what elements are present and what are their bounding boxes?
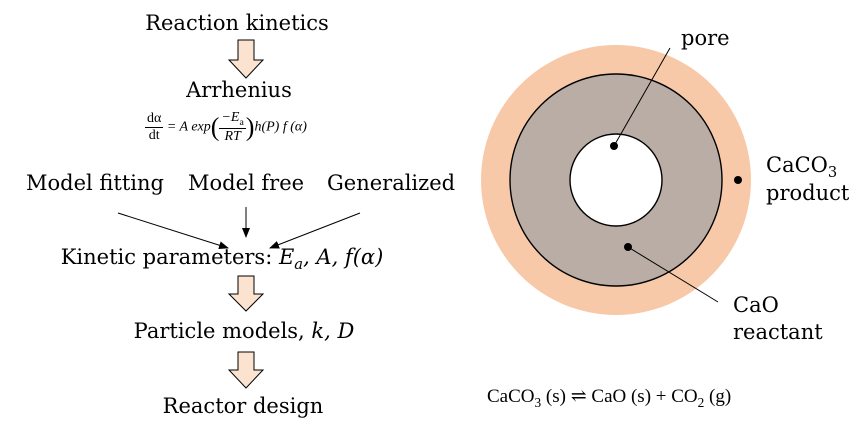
product-dot <box>734 176 742 184</box>
product-formula-label: CaCO3 <box>766 155 837 181</box>
flow-arrow-2 <box>227 275 265 312</box>
method-model-free: Model free <box>188 171 305 195</box>
product-formula: CaCO <box>766 153 828 177</box>
reaction-left-sub: 3 <box>534 394 542 410</box>
rate-exp-num: −E <box>221 110 240 125</box>
kinetic-parameters-rest: , A, f(α) <box>303 245 384 269</box>
rate-exp-fraction: −Ea RT <box>219 110 246 145</box>
kinetic-parameters-prefix: Kinetic parameters: <box>60 245 279 269</box>
pore-label: pore <box>681 26 730 50</box>
rate-equation: dα dt = A exp( −Ea RT )h(P) f (α) <box>145 110 307 145</box>
arrow-generalized <box>269 212 361 249</box>
reactor-design-label: Reactor design <box>162 394 324 418</box>
pore-leader <box>613 47 671 147</box>
method-generalized: Generalized <box>327 171 456 195</box>
reaction-right-state: (g) <box>704 386 732 407</box>
reaction-right-sub: 2 <box>697 394 705 410</box>
kinetic-parameters-label: Kinetic parameters: Ea, A, f(α) <box>61 247 384 273</box>
arrow-model-fitting <box>117 212 229 250</box>
reactant-formula-label: CaO <box>733 293 779 317</box>
rate-exp-num-sub: a <box>239 116 244 128</box>
pore-void <box>569 133 663 227</box>
arrhenius-label: Arrhenius <box>186 78 292 102</box>
kinetic-parameters-ea-sub: a <box>294 256 304 274</box>
rate-lhs-fraction: dα dt <box>145 110 164 144</box>
particle-models-vars: k, D <box>311 319 355 343</box>
flow-arrow-1 <box>227 39 265 79</box>
rate-exp-den: RT <box>224 128 241 144</box>
kinetic-parameters-ea: E <box>278 245 295 269</box>
rate-lhs-num: dα <box>145 110 164 128</box>
reaction-left: CaCO <box>487 386 535 407</box>
reaction-left-state: (s) <box>541 386 571 407</box>
reaction-right: CaO (s) + CO <box>586 386 698 407</box>
equilibrium-arrow: ⇌ <box>570 386 587 407</box>
rate-lhs-den: dt <box>148 127 160 143</box>
rate-pre: = A exp <box>166 119 211 135</box>
particle-models-label: Particle models, k, D <box>134 321 355 342</box>
reaction-equation: CaCO3 (s) ⇌ CaO (s) + CO2 (g) <box>487 385 731 411</box>
reactant-leader <box>627 246 719 303</box>
flow-arrow-3 <box>227 351 265 389</box>
reactant-dot <box>624 243 632 251</box>
product-formula-sub: 3 <box>827 164 838 182</box>
method-model-fitting: Model fitting <box>26 171 164 195</box>
pore-dot <box>610 142 618 150</box>
reactant-label: reactant <box>733 320 823 344</box>
reaction-kinetics-label: Reaction kinetics <box>145 11 329 35</box>
product-label: product <box>766 181 850 205</box>
particle-models-prefix: Particle models, <box>133 319 312 343</box>
rate-post: h(P) f (α) <box>254 119 307 135</box>
